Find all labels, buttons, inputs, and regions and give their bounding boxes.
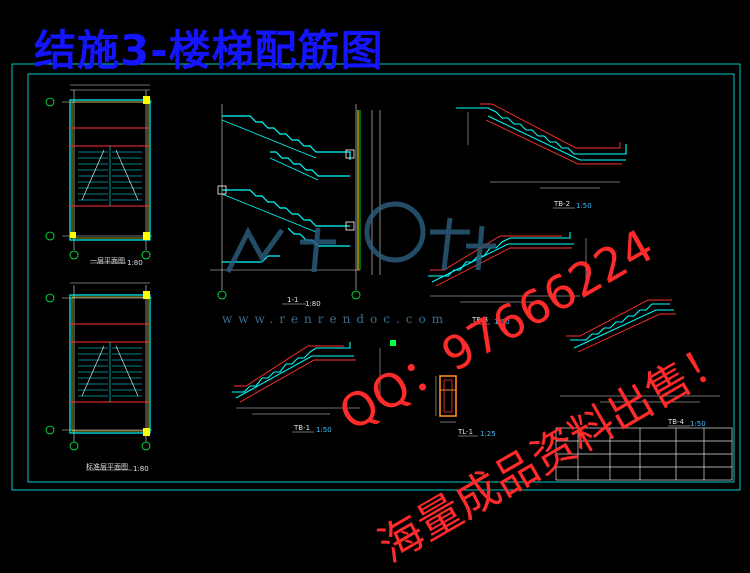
- scale-tl1: 1:25: [480, 430, 496, 438]
- scale-plan2: 1:80: [133, 465, 149, 473]
- watermark-url: www.renrendoc.com: [222, 312, 450, 326]
- label-tb2: TB-2: [554, 200, 571, 208]
- detail-tb2: [456, 103, 627, 209]
- detail-tl1: [435, 375, 478, 437]
- detail-tb3: [428, 232, 587, 325]
- label-tb3: TB-3: [472, 316, 489, 324]
- label-plan1: 一层平面图: [90, 257, 125, 265]
- label-tb4: TB-4: [668, 418, 685, 426]
- sheet-border-outer: [11, 63, 741, 491]
- label-section: 1-1: [287, 296, 299, 304]
- label-plan2: 标准层平面图: [86, 463, 128, 471]
- plan-ground-floor: [45, 84, 152, 264]
- scale-tb2: 1:50: [576, 202, 592, 210]
- title-block: [555, 427, 733, 481]
- scale-tb3: 1:50: [494, 318, 510, 326]
- watermark-logo: [225, 201, 496, 274]
- detail-tb4: [560, 299, 720, 427]
- sheet-border-inner: [27, 73, 735, 483]
- cad-drawing: [11, 63, 741, 491]
- detail-tb1: [232, 340, 396, 433]
- label-tl1: TL-1: [458, 428, 474, 436]
- drawing-title: 结施3-楼梯配筋图: [34, 26, 384, 75]
- scale-section: 1:80: [305, 300, 321, 308]
- scale-tb4: 1:50: [690, 420, 706, 428]
- scale-tb1: 1:50: [316, 426, 332, 434]
- plan-standard-floor: [45, 282, 152, 471]
- section-1-1: [210, 104, 381, 305]
- label-tb1: TB-1: [294, 424, 311, 432]
- scale-plan1: 1:80: [127, 259, 143, 267]
